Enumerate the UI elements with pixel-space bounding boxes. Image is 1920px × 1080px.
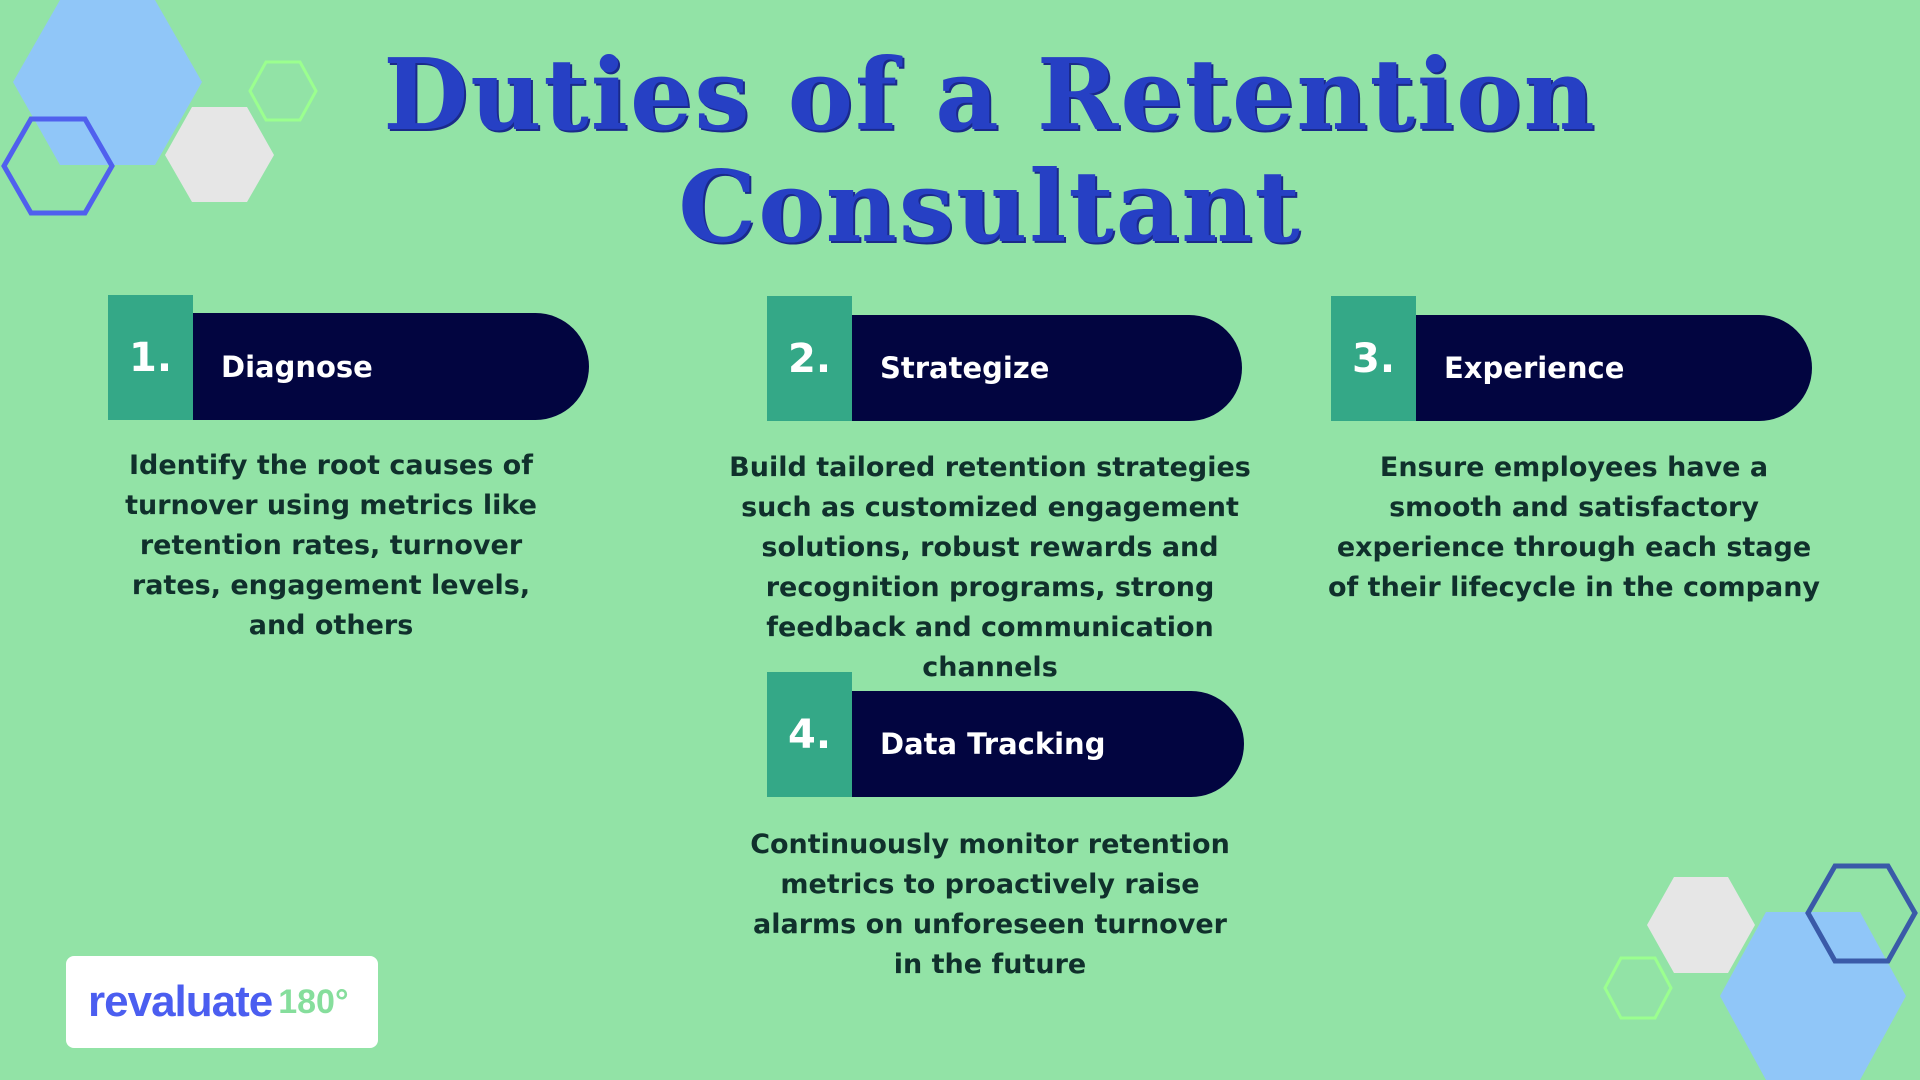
logo-suffix: 180° [278, 982, 349, 1021]
duty-description: Ensure employees have a smooth and satis… [1327, 452, 1821, 603]
hexagon-blue-outline [1, 116, 115, 216]
hexagon-blue-outline-br [1805, 863, 1918, 964]
duty-description: Build tailored retention strategies such… [729, 452, 1251, 683]
page-title: Duties of a Retention Consultant [0, 40, 1920, 264]
duty-number: 2. [767, 296, 852, 421]
hexagon-gray-br [1647, 877, 1755, 973]
hexagon-green-outline-br [1603, 956, 1673, 1020]
duty-heading: Diagnose [193, 313, 589, 420]
duty-description: Identify the root causes of turnover usi… [125, 450, 537, 641]
duty-number: 4. [767, 672, 852, 797]
duty-number: 3. [1331, 296, 1416, 421]
hexagon-gray [165, 107, 274, 202]
duty-number: 1. [108, 295, 193, 420]
hexagon-blue-large-br [1720, 912, 1906, 1080]
duty-description: Continuously monitor retention metrics t… [750, 829, 1230, 980]
duty-heading: Strategize [852, 315, 1242, 421]
duty-heading: Data Tracking [852, 691, 1244, 797]
title-line-2: Consultant [678, 150, 1302, 265]
duty-heading: Experience [1416, 315, 1812, 421]
hexagon-green-outline [248, 60, 318, 122]
title-line-1: Duties of a Retention [383, 38, 1597, 153]
hexagon-blue-large [13, 0, 202, 165]
revaluate-logo: revaluate 180° [66, 956, 378, 1048]
logo-name: revaluate [88, 977, 273, 1026]
